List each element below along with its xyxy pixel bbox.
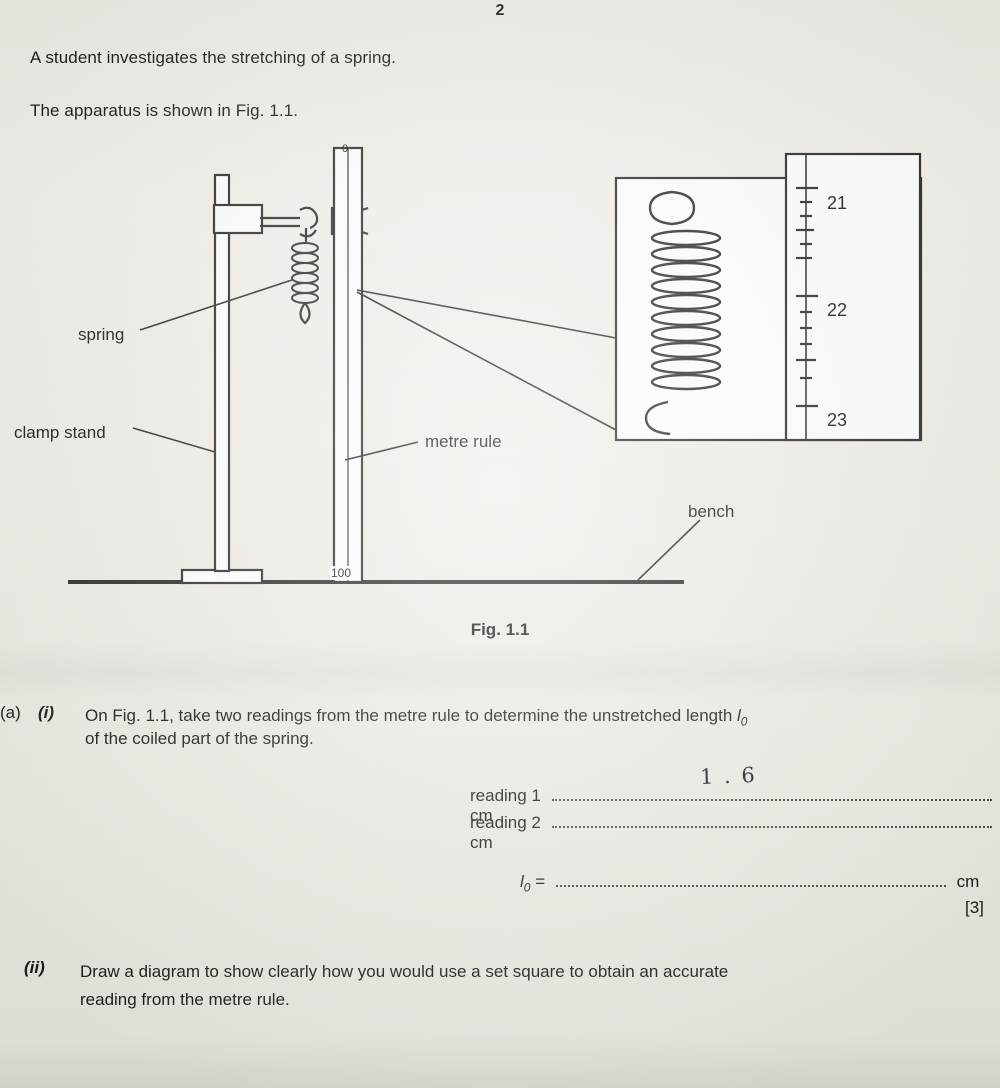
result-unit: cm bbox=[956, 872, 980, 891]
reading-1-input[interactable] bbox=[551, 785, 992, 801]
reading-1-handwritten-value: 1 . 6 bbox=[699, 763, 758, 789]
symbol-l: l bbox=[737, 706, 741, 725]
question-a-ii-line2: reading from the metre rule. bbox=[80, 990, 290, 1009]
symbol-l-subscript: 0 bbox=[740, 714, 748, 729]
question-a-i-text-main: On Fig. 1.1, take two readings from the … bbox=[85, 706, 738, 725]
label-bench: bench bbox=[688, 502, 735, 521]
label-spring: spring bbox=[78, 325, 125, 344]
intro-line-1: A student investigates the stretching of… bbox=[30, 48, 396, 67]
result-equals: = bbox=[535, 872, 546, 891]
paper-crease-shadow bbox=[0, 640, 1000, 700]
question-a-i-text-line2: of the coiled part of the spring. bbox=[85, 729, 314, 748]
paper-bottom-shadow bbox=[0, 1035, 1000, 1088]
label-clamp-stand: clamp stand bbox=[14, 423, 106, 442]
label-metre-rule: metre rule bbox=[425, 432, 502, 451]
intro-line-2: The apparatus is shown in Fig. 1.1. bbox=[30, 101, 299, 120]
reading-1-unit: cm bbox=[470, 806, 493, 825]
reading-1-label: reading 1 bbox=[470, 786, 541, 805]
marks-badge: [3] bbox=[965, 898, 984, 917]
magnifier-scale-22: 22 bbox=[827, 300, 848, 320]
question-a-i-label: (i) bbox=[38, 703, 55, 722]
question-a-label: (a) bbox=[0, 703, 21, 722]
reading-2-label: reading 2 bbox=[470, 813, 541, 832]
question-a-i-text-line1: On Fig. 1.1, take two readings from the … bbox=[85, 703, 1000, 734]
question-a-ii-line1: Draw a diagram to show clearly how you w… bbox=[80, 962, 729, 981]
figure-1-1: spring clamp stand metre rule bench 0 10… bbox=[0, 130, 1000, 610]
rule-mark-bottom: 100 bbox=[330, 566, 353, 580]
reading-2-input[interactable] bbox=[551, 812, 992, 828]
apparatus-drawing bbox=[68, 146, 923, 585]
result-symbol-l: l bbox=[520, 872, 524, 891]
question-a-ii-text: Draw a diagram to show clearly how you w… bbox=[80, 958, 1000, 1014]
magnifier-scale-23: 23 bbox=[827, 410, 848, 430]
rule-mark-top: 0 bbox=[342, 143, 349, 155]
reading-2-unit: cm bbox=[470, 833, 493, 852]
result-input[interactable] bbox=[555, 871, 946, 887]
question-a-ii-label: (ii) bbox=[24, 958, 45, 977]
magnifier-scale-21: 21 bbox=[827, 193, 848, 213]
figure-caption: Fig. 1.1 bbox=[470, 620, 530, 639]
result-row: l0 = cm bbox=[520, 871, 979, 894]
page-number: 2 bbox=[495, 2, 505, 19]
reading-1-row: reading 1 cm bbox=[470, 785, 1000, 826]
reading-2-row: reading 2 cm bbox=[470, 812, 1000, 853]
result-symbol-subscript: 0 bbox=[523, 880, 531, 895]
